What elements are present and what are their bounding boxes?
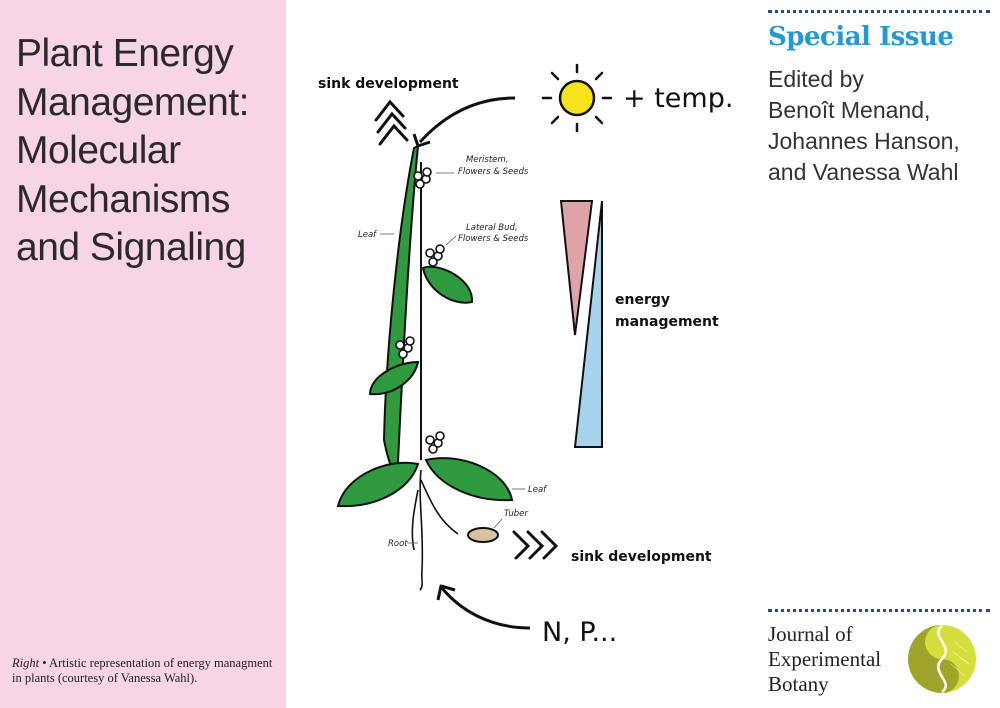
caption-text: Artistic representation of energy managm… (12, 656, 273, 685)
caption-bullet: • (42, 656, 47, 670)
energy-label-line1: energy (615, 292, 670, 308)
long-leaf (382, 144, 420, 470)
upward-chevrons (374, 99, 409, 146)
left-panel (0, 0, 286, 708)
editors-line: Edited by (768, 66, 864, 92)
journal-name-line: Experimental (768, 647, 882, 671)
sink-top-label: sink development (318, 76, 459, 92)
flower-lateral-bud (425, 244, 445, 267)
leaf-lower-label: Leaf (528, 485, 548, 495)
journal-name-line: Botany (768, 672, 829, 696)
right-chevrons (512, 530, 559, 560)
arrowhead (436, 584, 456, 601)
leaf-lower-left (336, 461, 420, 508)
flower-lower (425, 431, 445, 454)
journal-logo (908, 625, 976, 693)
meristem-label: Meristem, (466, 155, 508, 165)
lateral-bud-label-line2: Flowers & Seeds (458, 234, 529, 244)
tuber-label: Tuber (504, 509, 528, 519)
leader-line (493, 518, 503, 529)
editor-name: and Vanessa Wahl (768, 159, 959, 185)
leader-line (445, 235, 457, 246)
sun-arrow (418, 96, 516, 144)
energy-label-line2: management (615, 314, 719, 330)
leaf-lateral (421, 265, 474, 304)
lateral-bud-label: Lateral Bud, (466, 223, 518, 233)
sun-icon (541, 63, 613, 133)
caption-label: Right (12, 656, 40, 670)
meristem-label-line2: Flowers & Seeds (458, 167, 529, 177)
nutrients-label: N, P... (542, 617, 617, 648)
logo-swirl-half (908, 625, 959, 693)
nutrient-arrow (440, 587, 531, 630)
journal-name: Journal of Experimental Botany (768, 622, 881, 697)
sink-bottom-label: sink development (571, 549, 712, 565)
page-title: Plant Energy Management: Molecular Mecha… (16, 32, 249, 269)
journal-name-line: Journal of (768, 622, 853, 646)
roots (411, 469, 459, 591)
temp-label: + temp. (623, 83, 733, 114)
leaf-upper-label: Leaf (358, 230, 378, 240)
root-label: Root (388, 539, 408, 549)
top-dotted-divider (768, 10, 990, 13)
editors-block: Edited by Benoît Menand, Johannes Hanson… (768, 64, 998, 188)
editor-name: Johannes Hanson, (768, 128, 960, 154)
flower-meristem (413, 167, 432, 189)
leaf-lower-right (424, 457, 514, 502)
plant-illustration: + temp. sink development Meristem, Flowe… (318, 63, 733, 648)
tuber-shape (467, 527, 499, 543)
special-issue-label: Special Issue (768, 22, 954, 52)
editor-name: Benoît Menand, (768, 97, 931, 123)
figure-caption: Right • Artistic representation of energ… (12, 656, 274, 685)
flower-mid (395, 336, 415, 359)
logo-swirl-line (937, 625, 947, 693)
logo-leaf-veins (950, 641, 970, 677)
leaf-mid (368, 360, 420, 396)
wedge-bottom (573, 200, 603, 448)
bottom-dotted-divider (768, 609, 990, 612)
wedge-top (559, 200, 594, 336)
